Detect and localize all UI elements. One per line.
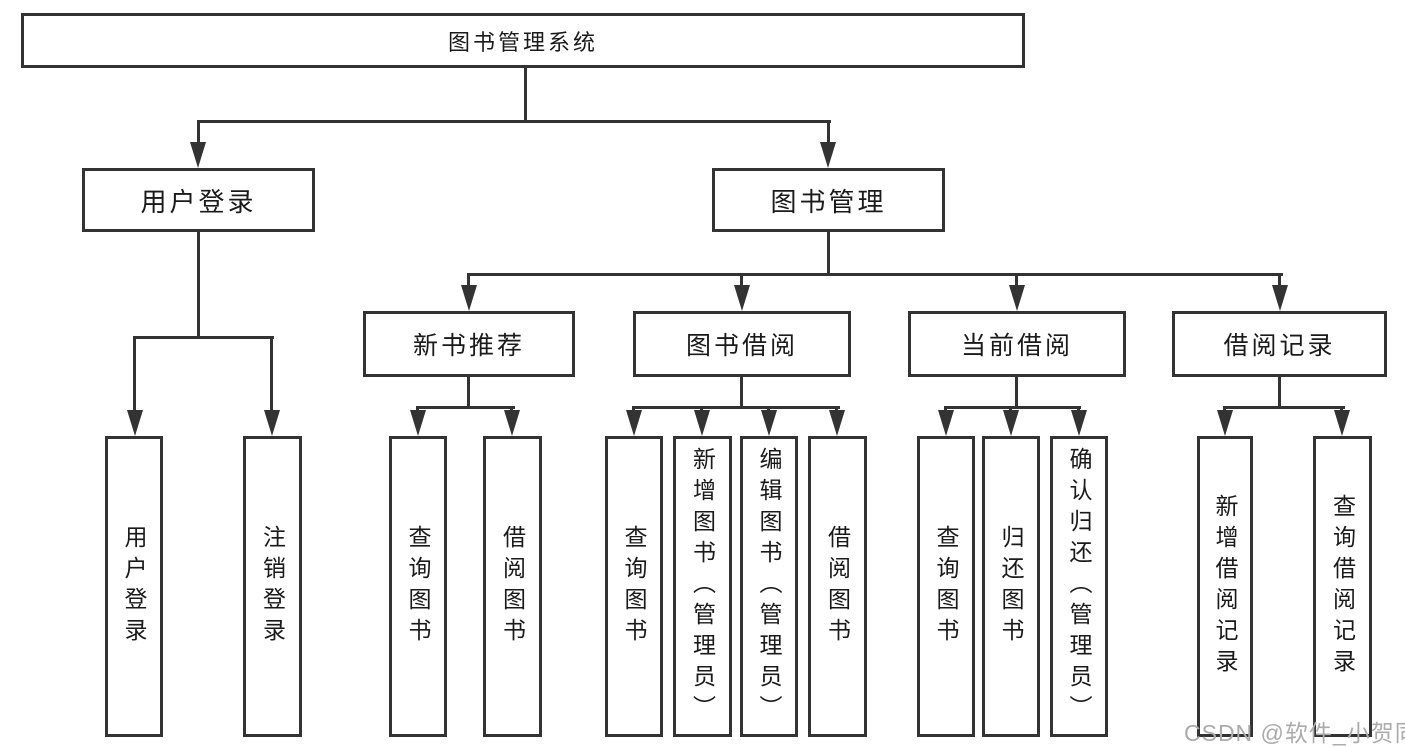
connector-stem [467,273,470,287]
arrow-down-icon [761,410,777,436]
node-label: 编辑图书（管理员） [756,447,782,726]
arrow-down-icon [190,142,206,168]
connector-stem [740,377,743,406]
node-book-borrow: 图书借阅 [633,311,851,377]
node-label: 图书管理 [770,186,887,217]
node-label: 用户登录 [140,186,257,217]
connector-level2-bar [197,120,831,123]
leaf-borrow-book: 借阅图书 [483,436,542,737]
node-label: 图书管理系统 [447,29,598,55]
connector-bar [133,336,274,339]
leaf-query-book: 查询图书 [389,436,447,737]
connector-stem [1278,377,1281,406]
arrow-down-icon [734,285,750,311]
leaf-logout: 注销登录 [243,436,302,737]
leaf-return-book: 归还图书 [982,436,1040,737]
node-user-login-branch: 用户登录 [82,168,315,232]
arrow-down-icon [694,410,710,436]
connector-stem [270,336,273,412]
connector-stem [827,120,830,146]
arrow-down-icon [264,410,280,436]
leaf-query-borrow-record: 查询借阅记录 [1313,436,1372,737]
connector-level3-bar [467,273,1283,276]
node-label: 新书推荐 [412,332,525,360]
node-book-management-branch: 图书管理 [712,168,945,232]
leaf-edit-book-admin: 编辑图书（管理员） [740,436,798,737]
leaf-user-login: 用户登录 [105,436,163,737]
arrow-down-icon [1003,410,1019,436]
node-current-borrow: 当前借阅 [908,311,1126,377]
leaf-query-book: 查询图书 [605,436,663,737]
node-label: 用户登录 [121,524,147,649]
arrow-down-icon [1334,410,1350,436]
node-root-system: 图书管理系统 [21,13,1025,68]
node-label: 查询图书 [933,524,959,649]
leaf-borrow-book: 借阅图书 [808,436,867,737]
node-label: 注销登录 [259,524,286,649]
node-label: 借阅图书 [499,524,526,649]
node-label: 新增图书（管理员） [689,447,716,726]
connector-bar [416,406,515,409]
connector-stem [827,232,830,273]
node-label: 新增借阅记录 [1212,493,1238,680]
arrow-down-icon [1009,285,1025,311]
connector-stem [1015,273,1018,287]
connector-stem [467,377,470,406]
arrow-down-icon [127,410,143,436]
arrow-down-icon [938,410,954,436]
connector-bar [944,406,1081,409]
node-label: 查询借阅记录 [1329,493,1356,680]
leaf-query-book: 查询图书 [917,436,975,737]
arrow-down-icon [504,410,520,436]
node-label: 当前借阅 [960,332,1073,360]
leaf-confirm-return-admin: 确认归还（管理员） [1050,436,1108,737]
arrow-down-icon [1217,410,1233,436]
node-label: 归还图书 [998,524,1024,649]
arrow-down-icon [1272,285,1288,311]
node-label: 借阅记录 [1223,332,1336,360]
node-new-book-recommend: 新书推荐 [363,311,575,377]
arrow-down-icon [829,410,845,436]
connector-bar [1223,406,1345,409]
connector-stem [1015,377,1018,406]
node-label: 查询图书 [405,524,431,649]
leaf-add-book-admin: 新增图书（管理员） [673,436,732,737]
arrow-down-icon [461,285,477,311]
node-label: 借阅图书 [824,524,851,649]
connector-stem [1278,273,1281,287]
connector-root-stem [524,68,527,120]
node-label: 图书借阅 [685,332,798,360]
connector-stem [133,336,136,412]
node-label: 查询图书 [621,524,647,649]
leaf-add-borrow-record: 新增借阅记录 [1197,436,1253,737]
arrow-down-icon [1071,410,1087,436]
connector-stem [740,273,743,287]
arrow-down-icon [820,142,836,168]
connector-stem [197,120,200,146]
connector-stem [197,232,200,336]
arrow-down-icon [410,410,426,436]
csdn-watermark: CSDN @软件_小贺同学 [1184,720,1405,746]
node-label: 确认归还（管理员） [1066,447,1092,726]
connector-bar [632,406,840,409]
node-borrow-record: 借阅记录 [1172,311,1387,377]
arrow-down-icon [626,410,642,436]
